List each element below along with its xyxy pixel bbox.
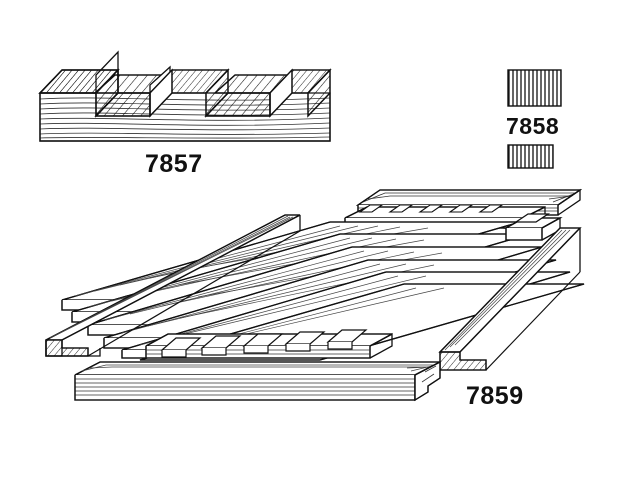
plank-upper-left	[45, 214, 301, 357]
part-7859-group	[45, 188, 585, 402]
part-7858-group	[507, 69, 562, 169]
plank-right	[438, 227, 582, 371]
right-rail-stub	[503, 213, 563, 241]
part-label-7858: 7858	[506, 113, 560, 139]
part-label-7859: 7859	[466, 382, 524, 410]
plank-bottom	[74, 360, 441, 402]
slat-group	[61, 221, 585, 361]
part-label-7857: 7857	[145, 150, 203, 178]
part-7857-group	[38, 50, 332, 142]
lower-notched-rail	[145, 329, 393, 359]
